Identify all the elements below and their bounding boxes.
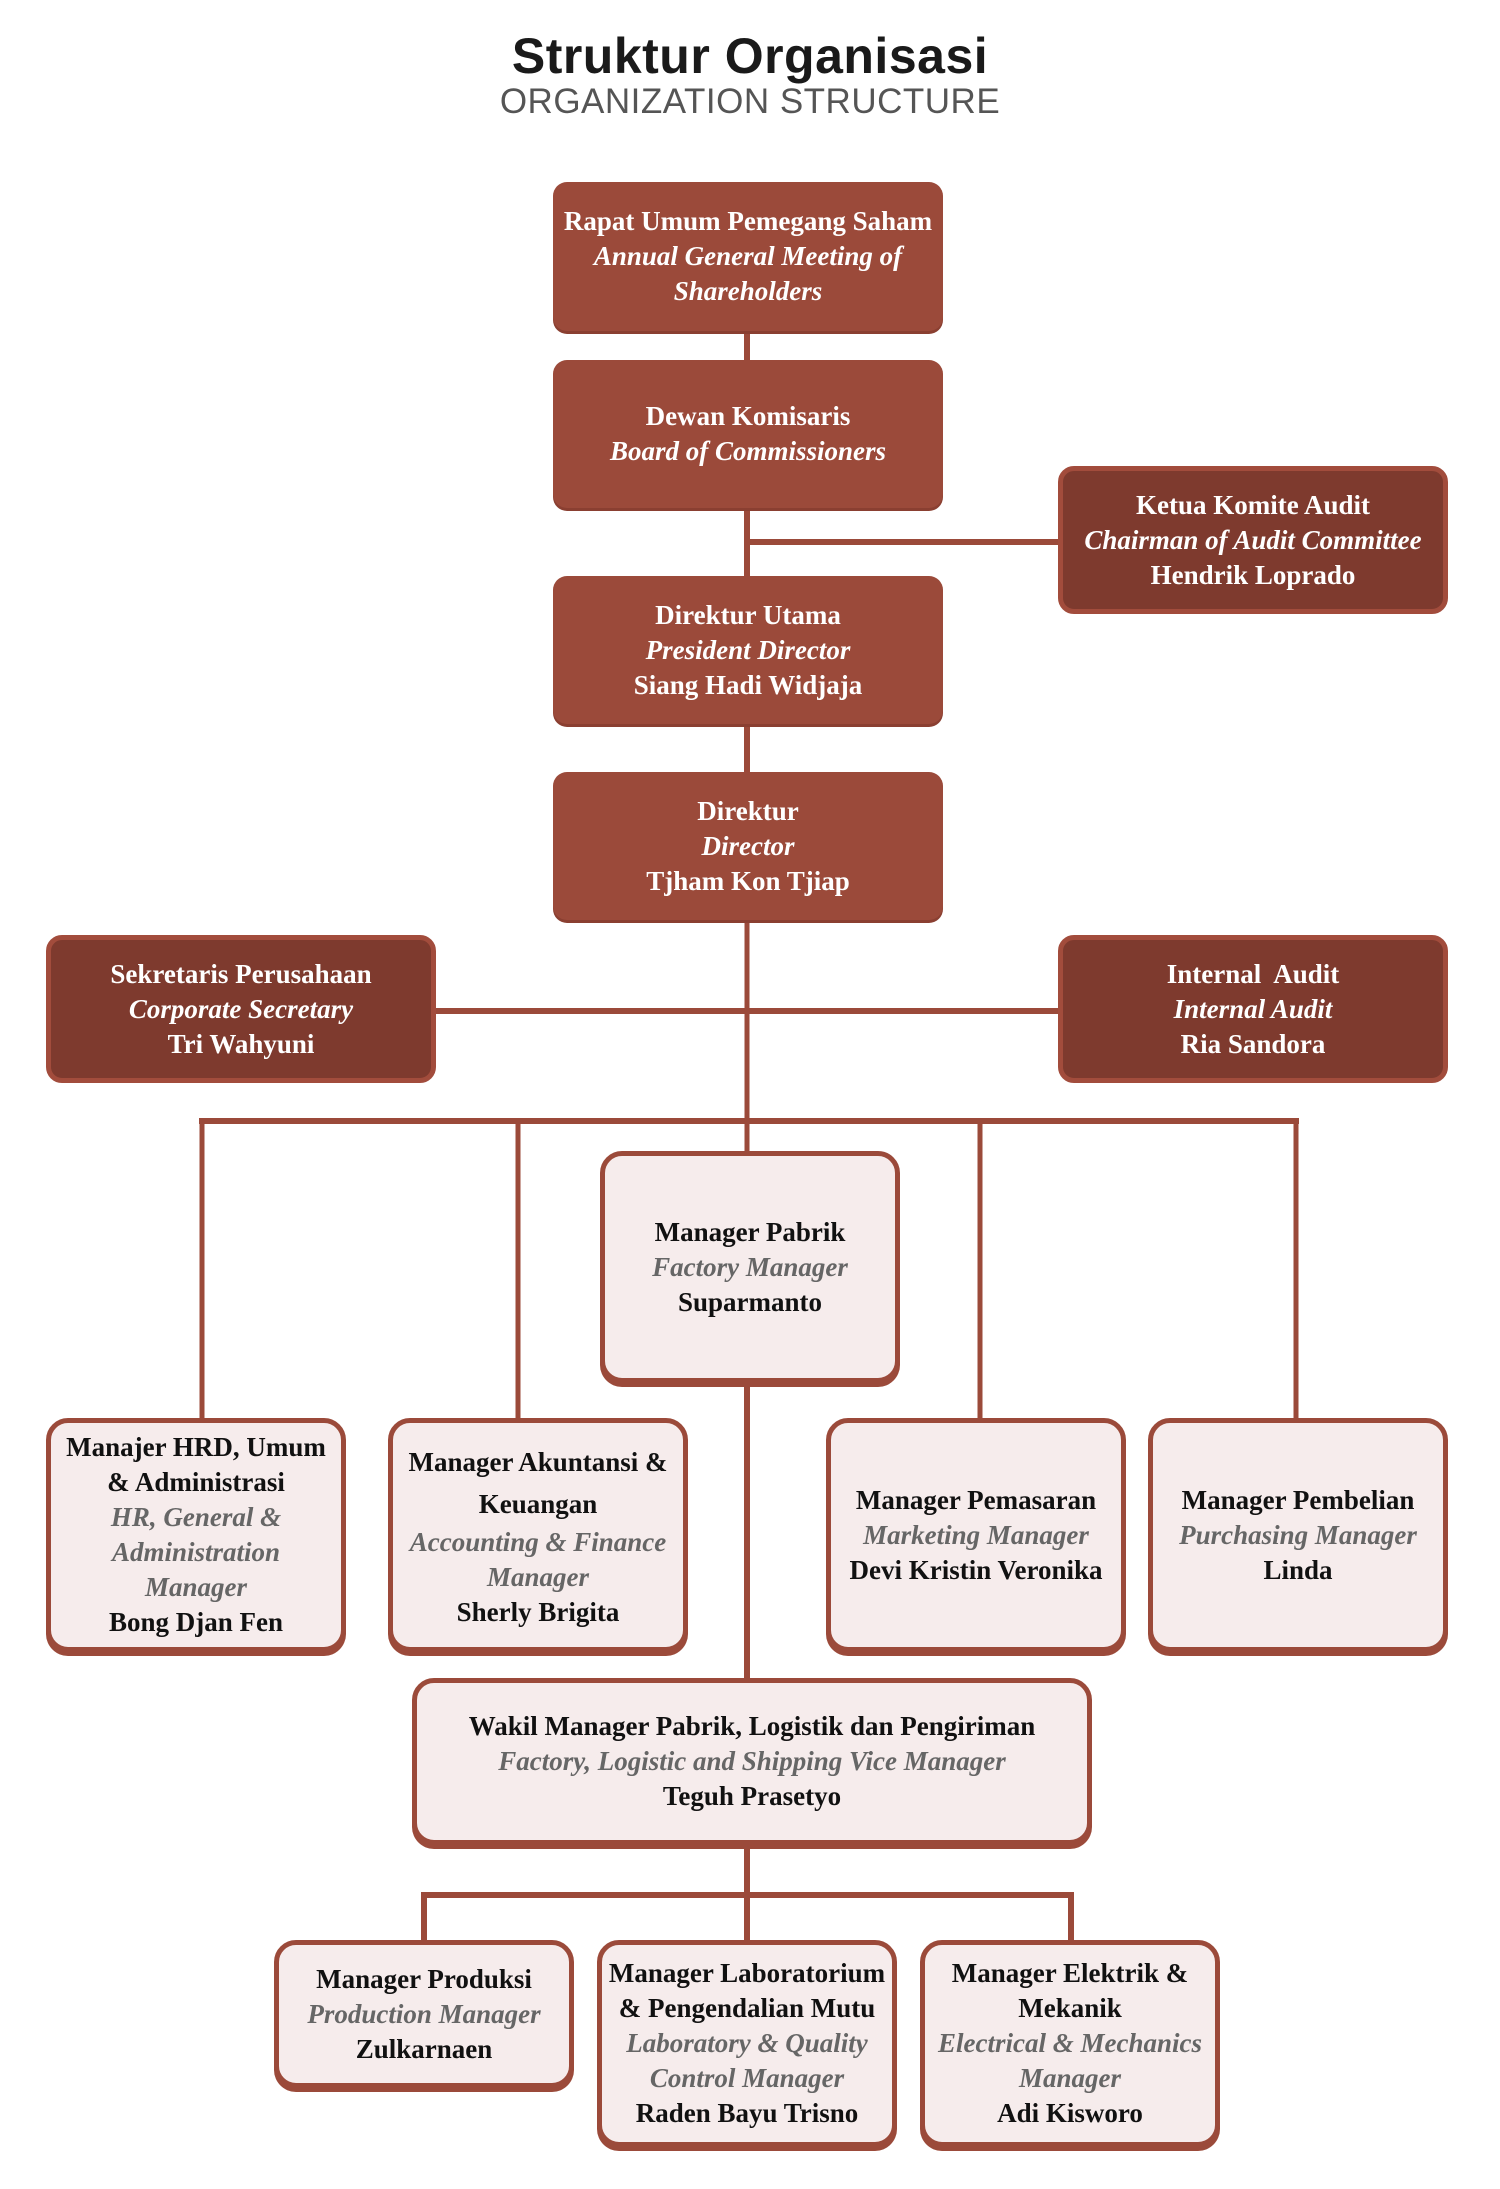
- node-title-en: Annual General Meeting of: [593, 241, 903, 271]
- node-title: Manager Pemasaran: [855, 1484, 1097, 1515]
- node-title-en: Production Manager: [307, 1998, 541, 2029]
- node-title: Rapat Umum Pemegang Saham: [563, 206, 933, 236]
- node-title: Manajer HRD, Umum: [66, 1432, 326, 1462]
- node-vice-factory-manager: Wakil Manager Pabrik, Logistik dan Pengi…: [412, 1678, 1092, 1845]
- node-title-en: Manager: [486, 1561, 589, 1592]
- node-title-en: Manager: [144, 1572, 247, 1602]
- node-accounting-manager: Manager Akuntansi & Keuangan Accounting …: [388, 1418, 688, 1652]
- node-title-en: Shareholders: [673, 276, 823, 306]
- node-title: Wakil Manager Pabrik, Logistik dan Pengi…: [468, 1711, 1036, 1741]
- node-title: Manager Produksi: [316, 1963, 532, 1994]
- node-title-en: HR, General &: [110, 1502, 282, 1532]
- node-title: & Administrasi: [107, 1467, 285, 1497]
- node-marketing-manager: Manager Pemasaran Marketing Manager Devi…: [826, 1418, 1126, 1652]
- node-director: Direktur Director Tjham Kon Tjiap: [553, 772, 943, 920]
- node-title: Manager Pembelian: [1181, 1484, 1415, 1515]
- node-title-en: Manager: [1018, 2063, 1121, 2093]
- node-audit-committee-chairman: Ketua Komite Audit Chairman of Audit Com…: [1058, 466, 1448, 614]
- node-title: Manager Akuntansi &: [408, 1446, 668, 1477]
- node-title-en: Board of Commissioners: [609, 436, 887, 466]
- node-title-en: Factory Manager: [652, 1251, 848, 1282]
- node-title-en: President Director: [645, 634, 851, 665]
- node-internal-audit: Internal Audit Internal Audit Ria Sandor…: [1058, 935, 1448, 1083]
- node-title-en: Control Manager: [649, 2063, 845, 2093]
- node-title-en: Chairman of Audit Committee: [1084, 524, 1422, 555]
- node-title-en: Factory, Logistic and Shipping Vice Mana…: [498, 1746, 1006, 1776]
- node-title-en: Marketing Manager: [863, 1519, 1089, 1550]
- node-title: Direktur: [697, 795, 799, 826]
- node-person-name: Devi Kristin Veronika: [849, 1554, 1103, 1585]
- node-person-name: Tjham Kon Tjiap: [646, 865, 850, 896]
- page-title: Struktur Organisasi: [511, 28, 989, 84]
- node-board-of-commissioners: Dewan Komisaris Board of Commissioners: [553, 360, 943, 508]
- node-title-en: Purchasing Manager: [1179, 1519, 1417, 1550]
- node-title-en: Corporate Secretary: [128, 993, 354, 1024]
- node-person-name: Raden Bayu Trisno: [635, 2098, 859, 2128]
- node-person-name: Zulkarnaen: [355, 2033, 493, 2064]
- node-person-name: Teguh Prasetyo: [662, 1781, 842, 1811]
- node-person-name: Hendrik Loprado: [1150, 559, 1356, 590]
- node-hr-manager: Manajer HRD, Umum & Administrasi HR, Gen…: [46, 1418, 346, 1652]
- node-title: Manager Laboratorium: [608, 1958, 886, 1988]
- node-title: Direktur Utama: [655, 599, 841, 630]
- page-subtitle: ORGANIZATION STRUCTURE: [499, 82, 1001, 121]
- node-title-en: Laboratory & Quality: [626, 2028, 868, 2058]
- node-corporate-secretary: Sekretaris Perusahaan Corporate Secretar…: [46, 935, 436, 1083]
- node-title: Manager Pabrik: [654, 1216, 846, 1247]
- node-title-en: Director: [701, 830, 795, 861]
- node-president-director: Direktur Utama President Director Siang …: [553, 576, 943, 724]
- node-person-name: Suparmanto: [677, 1286, 823, 1317]
- node-title-en: Electrical & Mechanics: [938, 2028, 1202, 2058]
- node-title: Ketua Komite Audit: [1136, 489, 1370, 520]
- node-electrical-manager: Manager Elektrik & Mekanik Electrical & …: [920, 1940, 1220, 2147]
- node-factory-manager: Manager Pabrik Factory Manager Suparmant…: [600, 1151, 900, 1383]
- node-title-en: Administration: [111, 1537, 281, 1567]
- node-person-name: Tri Wahyuni: [167, 1028, 315, 1059]
- node-title: Sekretaris Perusahaan: [110, 958, 372, 989]
- node-title: Internal Audit: [1166, 958, 1340, 989]
- node-person-name: Siang Hadi Widjaja: [633, 669, 863, 700]
- node-title: Mekanik: [1018, 1993, 1122, 2023]
- node-person-name: Linda: [1263, 1554, 1333, 1585]
- node-person-name: Adi Kisworo: [997, 2098, 1143, 2128]
- node-person-name: Sherly Brigita: [456, 1596, 620, 1627]
- node-production-manager: Manager Produksi Production Manager Zulk…: [274, 1940, 574, 2088]
- node-person-name: Bong Djan Fen: [108, 1607, 284, 1637]
- node-title: Dewan Komisaris: [645, 401, 851, 431]
- node-purchasing-manager: Manager Pembelian Purchasing Manager Lin…: [1148, 1418, 1448, 1652]
- node-title: Keuangan: [478, 1488, 598, 1519]
- node-person-name: Ria Sandora: [1180, 1028, 1326, 1059]
- node-title: & Pengendalian Mutu: [618, 1993, 876, 2023]
- page-header: Struktur Organisasi ORGANIZATION STRUCTU…: [0, 28, 1500, 120]
- node-rups: Rapat Umum Pemegang Saham Annual General…: [553, 182, 943, 331]
- node-title-en: Internal Audit: [1173, 993, 1333, 1024]
- node-title-en: Accounting & Finance: [409, 1526, 667, 1557]
- node-laboratory-manager: Manager Laboratorium & Pengendalian Mutu…: [597, 1940, 897, 2147]
- node-title: Manager Elektrik &: [951, 1958, 1189, 1988]
